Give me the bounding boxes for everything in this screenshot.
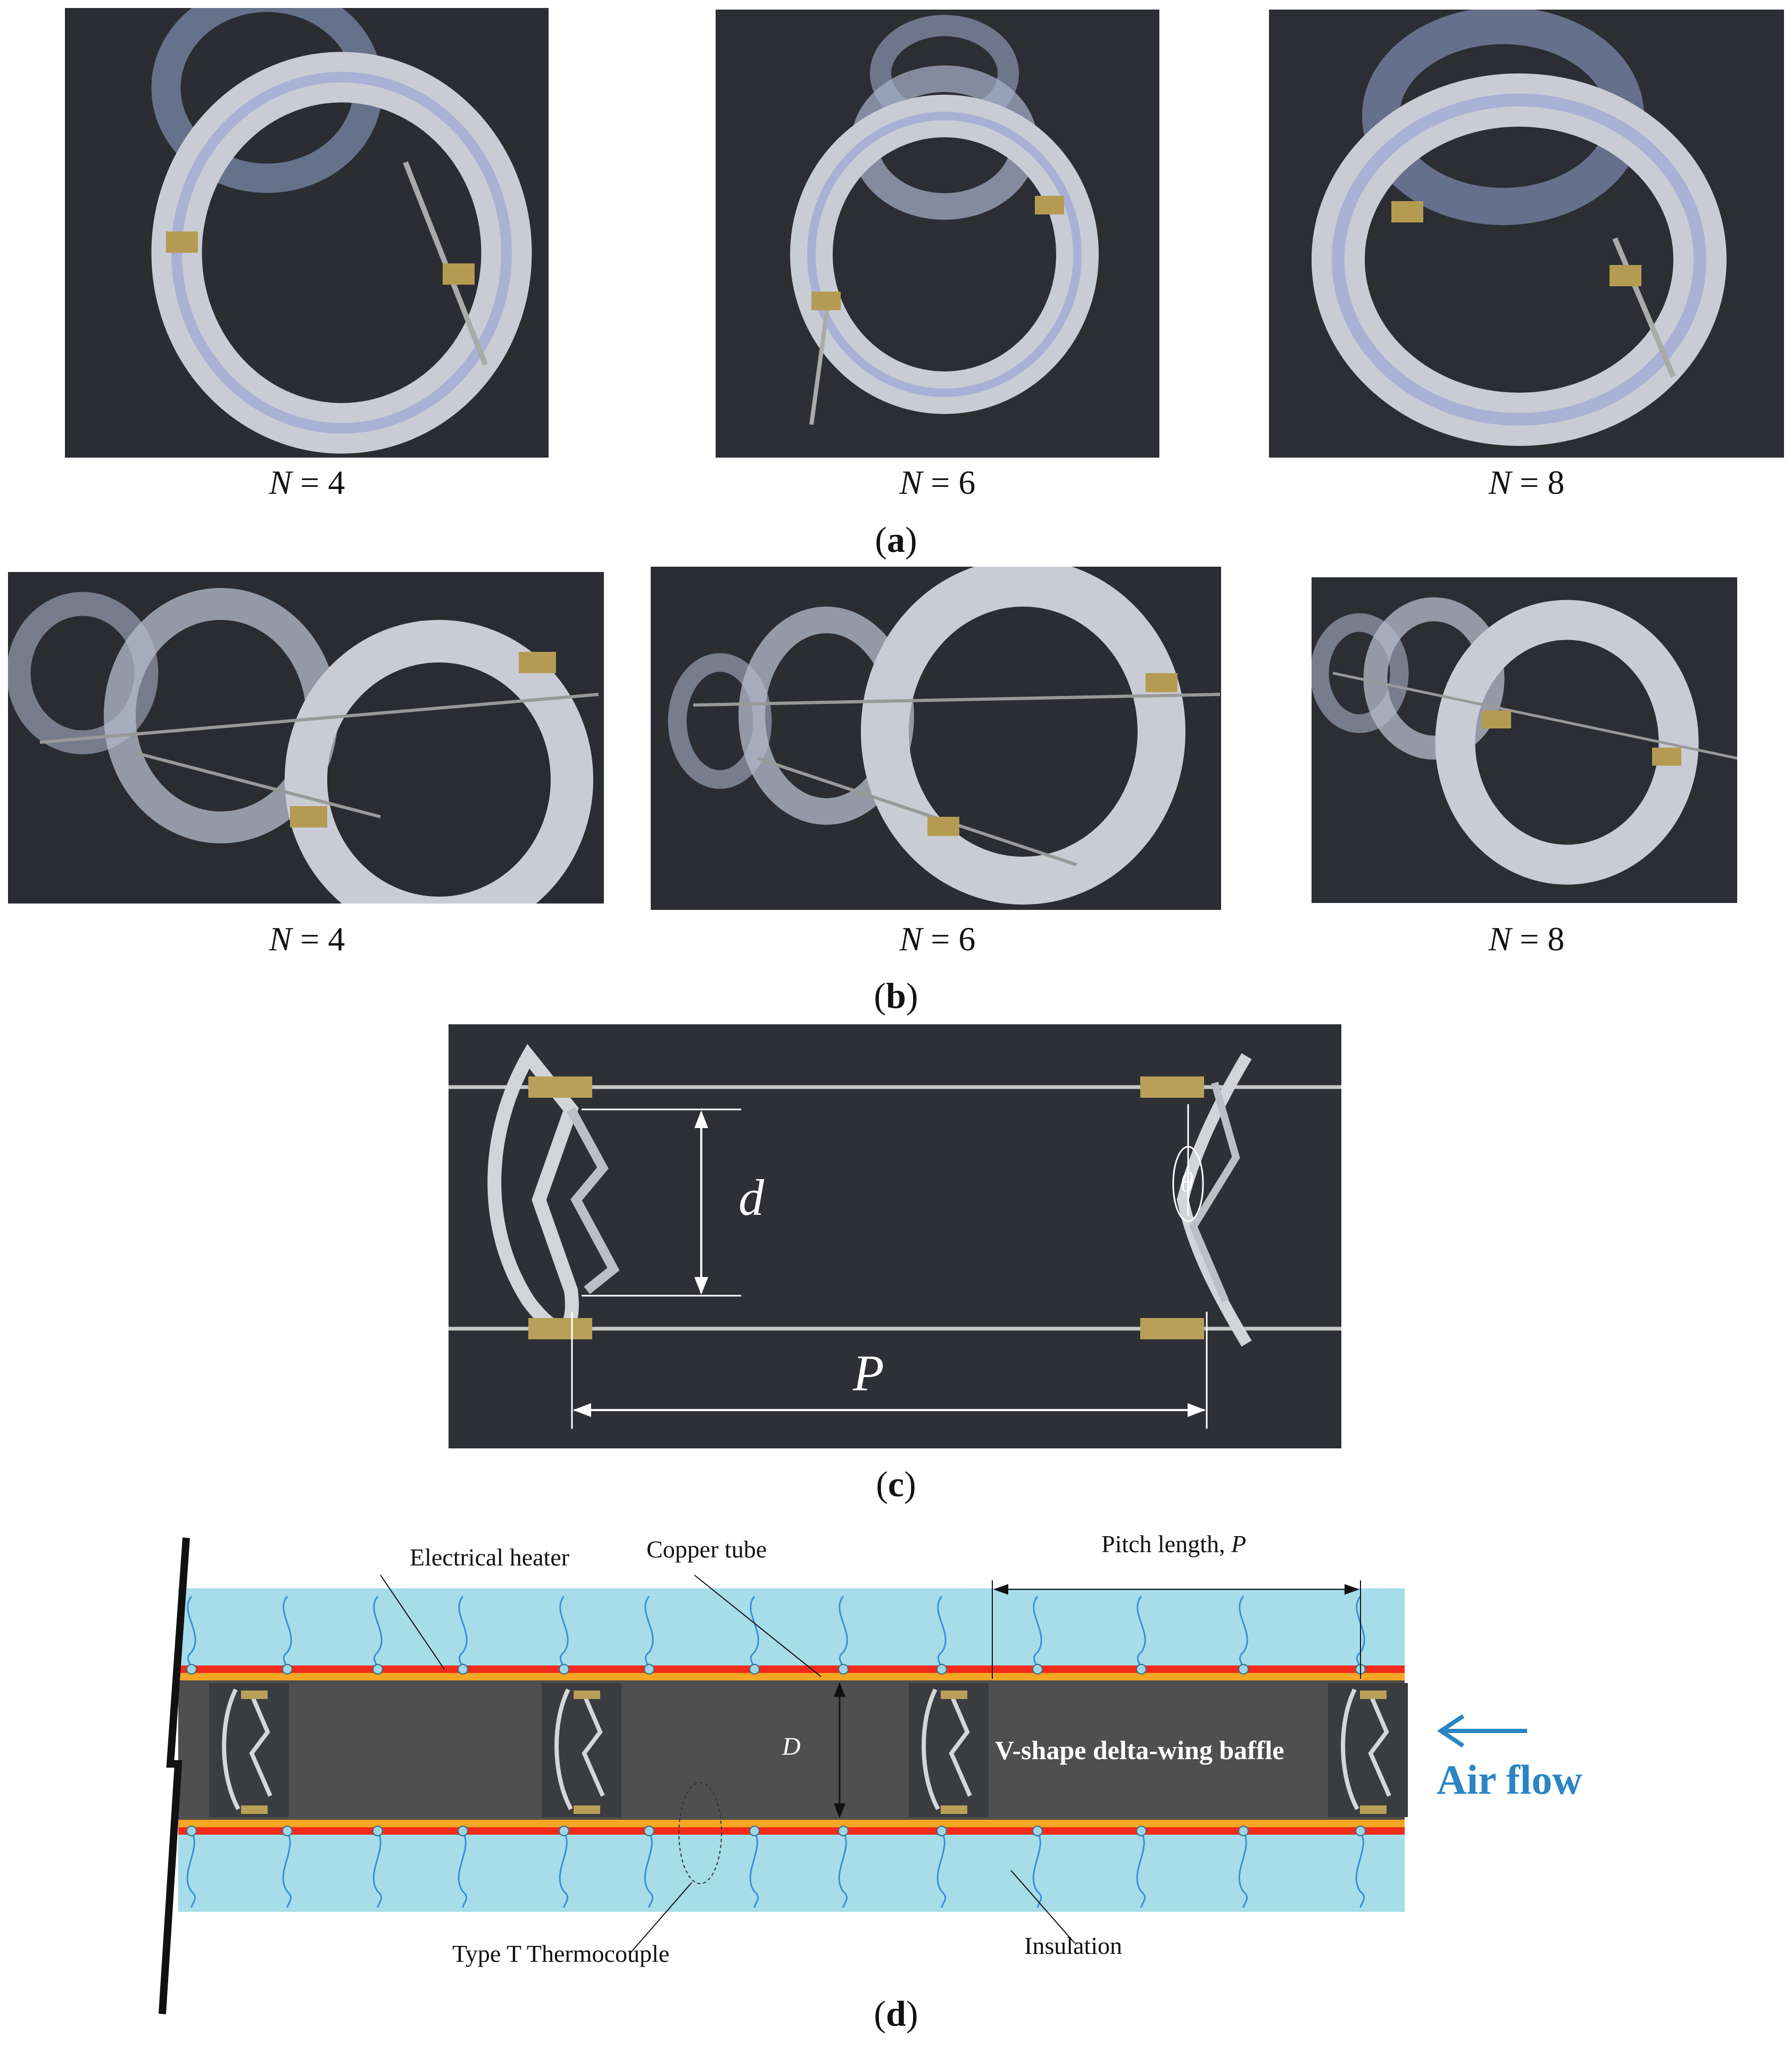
baffle-photo (1328, 1683, 1408, 1817)
insulation-wave (750, 1596, 759, 1670)
insulation-wave (644, 1596, 654, 1670)
panel-label-d: (d) (874, 1993, 918, 2034)
theta-angle-label: θ (1180, 1167, 1194, 1198)
caption-a-n4: N = 4 (269, 463, 345, 501)
photo-a-n8 (1269, 10, 1784, 458)
thermocouple-dot (1238, 1826, 1249, 1836)
thermocouple-dot (282, 1826, 293, 1836)
air-flow-label: Air flow (1437, 1756, 1582, 1803)
thermocouple-dot (282, 1664, 293, 1675)
thermocouple-dot (838, 1664, 849, 1675)
photo-a-n6 (716, 10, 1159, 458)
thermocouple-dot (749, 1826, 760, 1836)
thermocouple-dot (1355, 1826, 1366, 1836)
insulation-wave (282, 1831, 292, 1908)
insulation-wave (937, 1596, 947, 1670)
p-dimension-label: P (853, 1345, 884, 1402)
insulation-wave (186, 1831, 196, 1908)
thermocouple-dot (644, 1664, 654, 1675)
photo-b-n8 (1312, 577, 1737, 903)
baffle-photo (542, 1683, 621, 1817)
thermocouple-dot (644, 1826, 654, 1836)
thermocouple-label: Type T Thermocouple (452, 1940, 670, 1967)
insulation-wave (1355, 1831, 1365, 1908)
insulation-wave (458, 1596, 468, 1670)
thermocouple-dot (749, 1664, 760, 1675)
insulation-wave (1356, 1596, 1365, 1670)
insulation-wave (1032, 1831, 1042, 1908)
baffle-photo (909, 1683, 989, 1817)
thermocouple-dot (1032, 1826, 1043, 1836)
thermocouple-dot (458, 1664, 468, 1675)
panel-label-a: (a) (875, 519, 917, 560)
thermocouple-dot (372, 1664, 383, 1675)
insulation-wave (283, 1596, 292, 1670)
caption-a-n6: N = 6 (899, 463, 976, 501)
insulation-wave (1033, 1596, 1042, 1670)
insulation-wave (1136, 1831, 1146, 1908)
insulation-wave (1239, 1596, 1248, 1670)
thermocouple-dot (1136, 1826, 1147, 1836)
thermocouple-dot (1238, 1664, 1249, 1675)
photo-b-n4 (8, 572, 604, 904)
pitch-length-label: Pitch length, P (1101, 1530, 1247, 1557)
thermocouple-dot (1032, 1664, 1043, 1675)
insulation-wave (559, 1831, 569, 1908)
thermocouple-dot (838, 1826, 849, 1836)
insulation-wave (187, 1596, 196, 1670)
photo-a-n4 (65, 8, 549, 458)
caption-b-n6: N = 6 (899, 920, 976, 958)
diameter-label: D (782, 1733, 801, 1761)
d-dimension-label: d (739, 1169, 764, 1226)
insulation-wave (1136, 1596, 1146, 1670)
thermocouple-dot (372, 1826, 383, 1836)
thermocouple-dot (559, 1664, 569, 1675)
insulation-wave (839, 1596, 848, 1670)
thermocouple-dot (458, 1826, 468, 1836)
caption-b-n8: N = 8 (1488, 920, 1565, 958)
thermocouple-dot (186, 1826, 197, 1836)
thermocouple-dot (559, 1826, 569, 1836)
insulation-wave (644, 1831, 654, 1908)
copper-tube-label: Copper tube (646, 1536, 767, 1563)
insulation-wave (1238, 1831, 1248, 1908)
thermocouple-dot (1136, 1664, 1147, 1675)
caption-b-n4: N = 4 (269, 920, 345, 958)
insulation-wave (559, 1596, 569, 1670)
baffle-photo (209, 1683, 289, 1817)
insulation-wave (838, 1831, 848, 1908)
photo-c-dimensions: d P θ (449, 1024, 1341, 1448)
photo-b-n6 (651, 567, 1221, 910)
panel-label-c: (c) (876, 1464, 916, 1504)
caption-a-n8: N = 8 (1488, 463, 1565, 501)
insulation-wave (936, 1831, 947, 1908)
test-section-schematic: Electrical heater Copper tube Pitch leng… (138, 1519, 1639, 2030)
electrical-heater-label: Electrical heater (410, 1544, 570, 1571)
insulation-wave (373, 1596, 383, 1670)
baffle-label: V-shape delta-wing baffle (995, 1735, 1284, 1765)
insulation-wave (372, 1831, 383, 1908)
insulation-label: Insulation (1024, 1932, 1122, 1959)
thermocouple-dot (936, 1664, 947, 1675)
insulation-wave (749, 1831, 759, 1908)
thermocouple-dot (936, 1826, 947, 1836)
thermocouple-dot (186, 1664, 197, 1675)
panel-label-b: (b) (874, 975, 918, 1016)
insulation-wave (458, 1831, 468, 1908)
